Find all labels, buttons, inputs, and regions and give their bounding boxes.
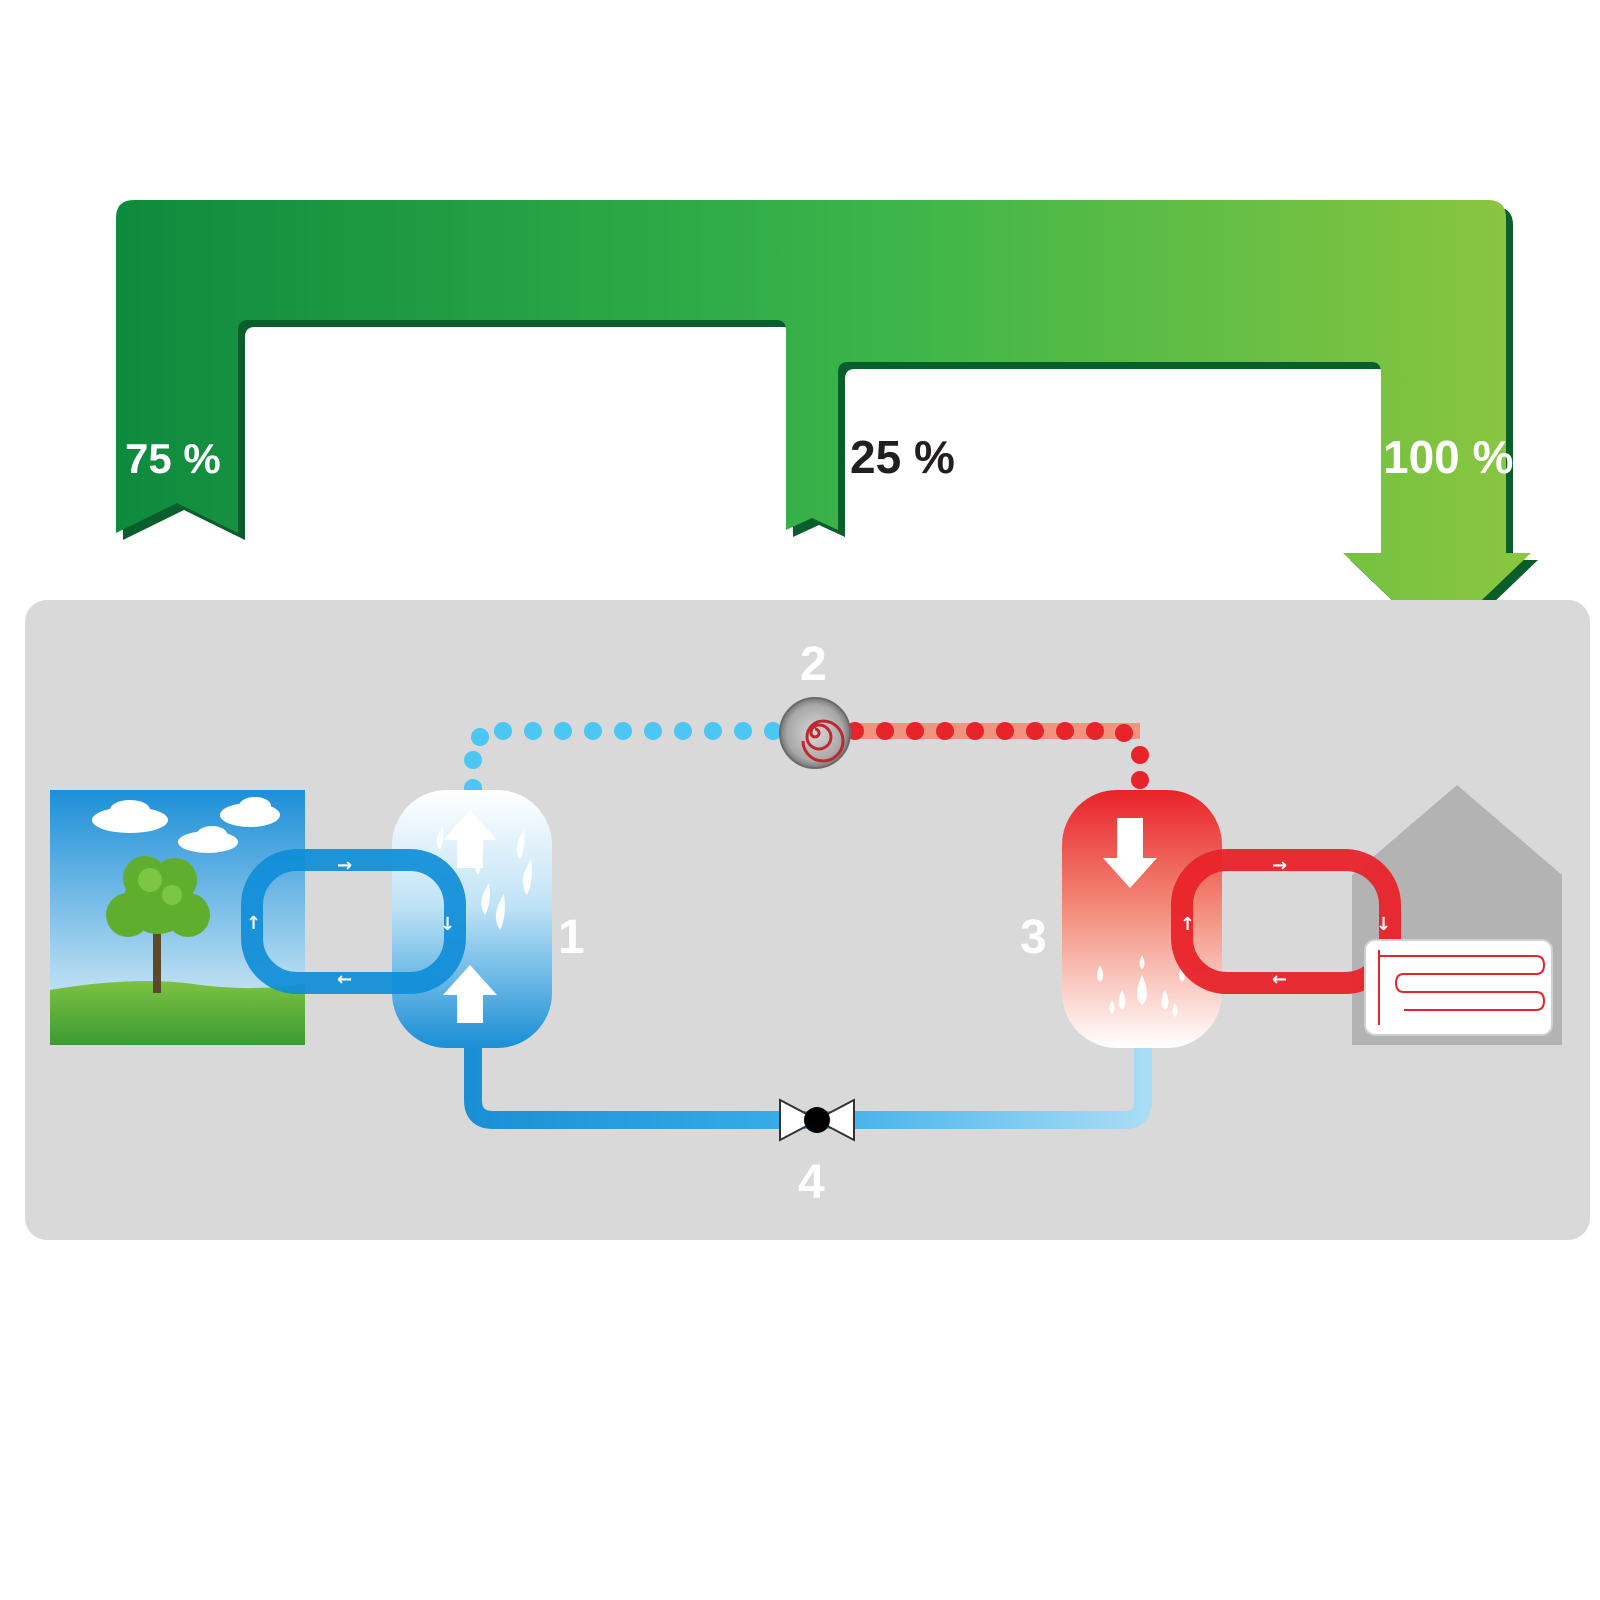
heat-output-label: 100 % xyxy=(1383,431,1513,483)
evaporator xyxy=(392,790,552,1048)
refrigerant-vapor-line-cold xyxy=(464,722,782,797)
arrow-right-icon: → xyxy=(1272,855,1287,876)
arrow-left-icon: ← xyxy=(337,969,352,990)
arrow-right-icon: → xyxy=(337,855,352,876)
refrigerant-vapor-line-hot xyxy=(846,722,1149,789)
energy-flow-arrow xyxy=(116,200,1538,650)
arrow-left-icon: ← xyxy=(1272,969,1287,990)
arrow-down-icon: ↓ xyxy=(440,914,455,935)
condenser xyxy=(1062,790,1222,1048)
underfloor-heating-icon xyxy=(1364,939,1553,1036)
outdoor-environment-icon xyxy=(50,790,305,1045)
ambient-share-label: 75 % xyxy=(125,435,221,482)
arrow-down-icon: ↓ xyxy=(1376,914,1391,935)
arrow-up-icon: ↑ xyxy=(246,913,261,934)
source-loop: → ← ↑ ↓ xyxy=(241,849,466,994)
condenser-number: 3 xyxy=(1020,911,1047,964)
electric-share-label: 25 % xyxy=(850,431,955,483)
energy-flow-arrow-body xyxy=(116,200,1531,643)
arrow-up-icon: ↑ xyxy=(1180,914,1195,935)
evaporator-number: 1 xyxy=(558,911,585,964)
compressor-icon xyxy=(779,697,851,769)
expansion-valve-icon xyxy=(779,1098,855,1142)
down-arrow-icon xyxy=(1103,818,1157,888)
heat-pump-panel xyxy=(25,600,1590,1240)
up-arrow-icon xyxy=(443,810,497,868)
compressor-number: 2 xyxy=(800,638,827,691)
up-arrow-icon xyxy=(443,965,497,1023)
heating-loop: → ← ↑ ↓ xyxy=(1171,849,1401,994)
expansion-valve-number: 4 xyxy=(798,1156,825,1209)
